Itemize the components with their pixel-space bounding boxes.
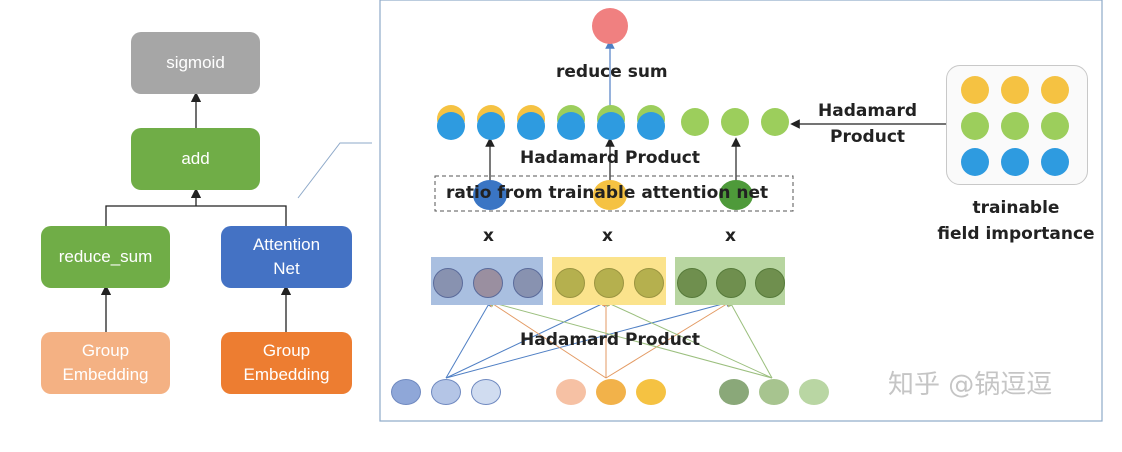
right-panel-border (379, 0, 1103, 422)
group-circle (634, 268, 664, 298)
multiply-sign-3: x (725, 226, 736, 246)
raw-circle (596, 379, 626, 405)
hadamard-product-top-label: Hadamard Product (520, 148, 700, 168)
importance-dot (1001, 112, 1029, 140)
sigmoid-box: sigmoid (131, 32, 260, 94)
left-arrows (100, 91, 292, 332)
group-circle (594, 268, 624, 298)
reduce-sum-label: reduce_sum (58, 247, 153, 266)
weighted-dot (597, 112, 625, 140)
raw-circle (431, 379, 461, 405)
ratio-dashed-box (434, 175, 794, 212)
group-circle (677, 268, 707, 298)
reduce-sum-box: reduce_sum (41, 226, 170, 288)
importance-dot (961, 76, 989, 104)
weighted-dot (681, 108, 709, 136)
attention-net-box: Attention Net (221, 226, 352, 288)
weighted-dot (557, 112, 585, 140)
watermark: 知乎 @锅逗逗 (888, 370, 1053, 400)
ratio-circle-blue (473, 180, 507, 210)
group-embedding-left-label: Group Embedding (62, 341, 149, 384)
importance-dot (1001, 76, 1029, 104)
group-circle (473, 268, 503, 298)
group-embedding-right-box: Group Embedding (221, 332, 352, 394)
multiply-sign-2: x (602, 226, 613, 246)
ratio-circle-yellow (593, 180, 627, 210)
weighted-dot (721, 108, 749, 136)
reduce-sum-text: reduce sum (556, 62, 668, 82)
group-circle (513, 268, 543, 298)
group-circle (433, 268, 463, 298)
zoom-line (297, 142, 372, 199)
importance-dot (1041, 148, 1069, 176)
group-embedding-left-box: Group Embedding (41, 332, 170, 394)
output-node (592, 8, 628, 44)
importance-dot (1001, 148, 1029, 176)
group-circle (555, 268, 585, 298)
importance-dot (1041, 112, 1069, 140)
importance-dot (961, 148, 989, 176)
weighted-dot (477, 112, 505, 140)
multiply-sign-1: x (483, 226, 494, 246)
raw-circle (719, 379, 749, 405)
raw-circle (556, 379, 586, 405)
weighted-dot (761, 108, 789, 136)
add-box: add (131, 128, 260, 190)
raw-circle (636, 379, 666, 405)
attention-net-label: Attention Net (252, 235, 321, 278)
weighted-dot (437, 112, 465, 140)
ratio-label: ratio from trainable attention net (446, 183, 769, 203)
group-embedding-right-label: Group Embedding (243, 341, 330, 384)
sigmoid-label: sigmoid (166, 53, 225, 72)
cross-arrows (445, 298, 773, 379)
add-label: add (181, 149, 210, 168)
hadamard-product-side-label: Hadamard Product (818, 101, 918, 147)
raw-circle (471, 379, 501, 405)
weighted-dot (637, 112, 665, 140)
raw-circle (799, 379, 829, 405)
importance-dot (1041, 76, 1069, 104)
trainable-field-importance-label: trainable field importance (937, 198, 1095, 244)
field-importance-panel (946, 65, 1088, 185)
ratio-circle-green (719, 180, 753, 210)
group-circle (716, 268, 746, 298)
importance-dot (961, 112, 989, 140)
group-circle (755, 268, 785, 298)
raw-circle (391, 379, 421, 405)
hadamard-product-bottom-label: Hadamard Product (520, 330, 700, 350)
raw-circle (759, 379, 789, 405)
weighted-dot (517, 112, 545, 140)
